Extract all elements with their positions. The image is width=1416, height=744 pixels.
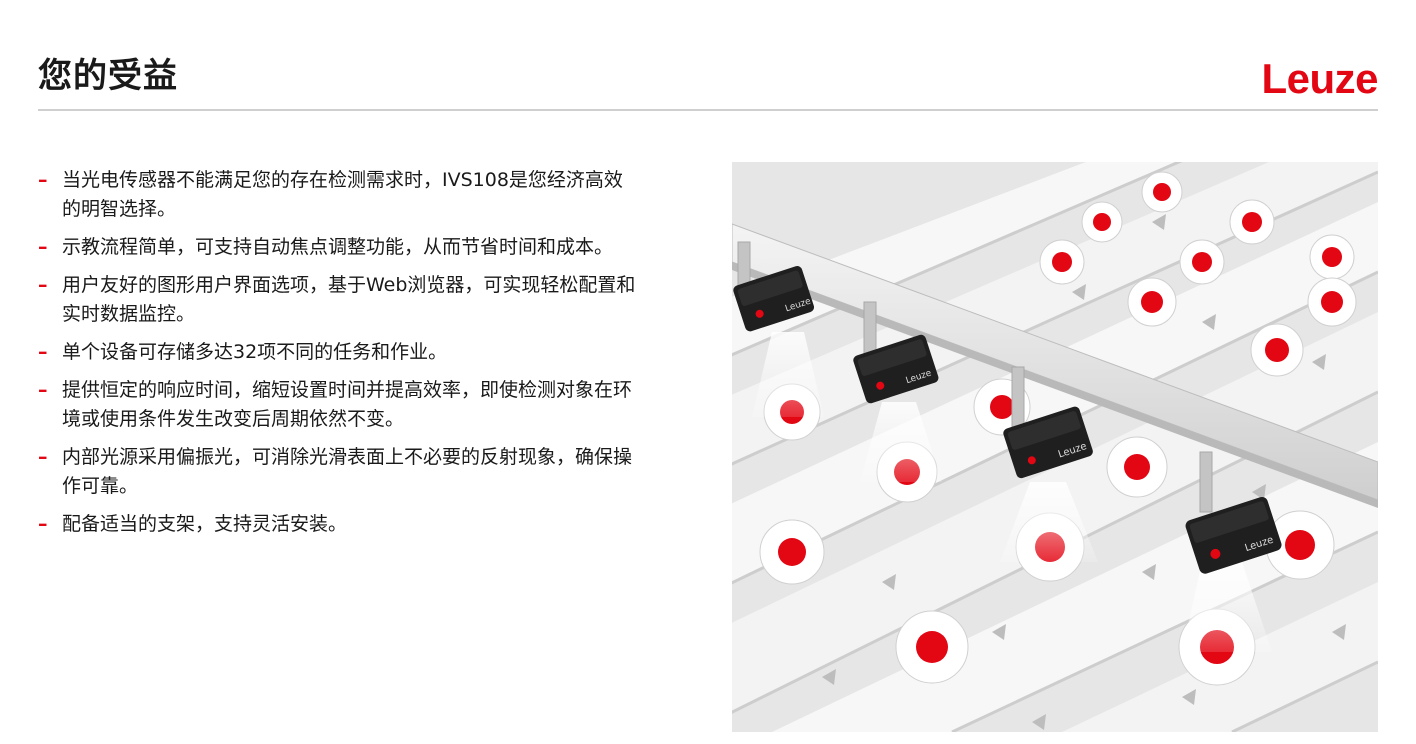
benefit-list: –当光电传感器不能满足您的存在检测需求时，IVS108是您经济高效的明智选择。 …: [38, 166, 638, 548]
benefit-item: –示教流程简单，可支持自动焦点调整功能，从而节省时间和成本。: [38, 233, 638, 262]
vision-sensor: Leuze: [1185, 496, 1282, 574]
product-item: [1039, 239, 1085, 285]
benefit-item: –内部光源采用偏振光，可消除光滑表面上不必要的反射现象，确保操作可靠。: [38, 443, 638, 501]
bullet-dash: –: [38, 341, 48, 363]
product-item: [1229, 199, 1275, 245]
product-item: [1179, 239, 1225, 285]
benefit-text: 用户友好的图形用户界面选项，基于Web浏览器，可实现轻松配置和实时数据监控。: [62, 274, 636, 325]
vision-sensor: Leuze: [853, 334, 939, 404]
page-title: 您的受益: [38, 56, 178, 96]
product-image: Leuze Leuze Leuze Leuze: [732, 162, 1378, 732]
product-item: [1250, 323, 1304, 377]
bullet-dash: –: [38, 513, 48, 535]
product-item: [1127, 277, 1177, 327]
benefit-item: –单个设备可存储多达32项不同的任务和作业。: [38, 338, 638, 367]
conveyor-scene-illustration: Leuze Leuze Leuze Leuze: [732, 162, 1378, 732]
bullet-dash: –: [38, 236, 48, 258]
benefit-text: 当光电传感器不能满足您的存在检测需求时，IVS108是您经济高效的明智选择。: [62, 169, 623, 220]
product-item: [1081, 201, 1123, 243]
benefit-text: 提供恒定的响应时间，缩短设置时间并提高效率，即使检测对象在环境或使用条件发生改变…: [62, 379, 633, 430]
bullet-dash: –: [38, 169, 48, 191]
benefit-text: 单个设备可存储多达32项不同的任务和作业。: [62, 341, 448, 363]
product-item: [1106, 436, 1168, 498]
triangle-markers: [822, 214, 1346, 730]
benefit-item: –提供恒定的响应时间，缩短设置时间并提高效率，即使检测对象在环境或使用条件发生改…: [38, 376, 638, 434]
header-divider: [38, 109, 1378, 111]
benefit-item: –配备适当的支架，支持灵活安装。: [38, 510, 638, 539]
leuze-logo: Leuze: [1261, 55, 1378, 102]
benefit-text: 示教流程简单，可支持自动焦点调整功能，从而节省时间和成本。: [62, 236, 614, 258]
bullet-dash: –: [38, 446, 48, 468]
vision-sensor: Leuze: [1003, 406, 1093, 479]
benefit-text: 配备适当的支架，支持灵活安装。: [62, 513, 348, 535]
bullet-dash: –: [38, 274, 48, 296]
benefit-text: 内部光源采用偏振光，可消除光滑表面上不必要的反射现象，确保操作可靠。: [62, 446, 633, 497]
benefit-item: –用户友好的图形用户界面选项，基于Web浏览器，可实现轻松配置和实时数据监控。: [38, 271, 638, 329]
product-item: [1309, 234, 1355, 280]
benefit-item: –当光电传感器不能满足您的存在检测需求时，IVS108是您经济高效的明智选择。: [38, 166, 638, 224]
light-beams: [752, 332, 1272, 652]
product-item: [895, 610, 969, 684]
bullet-dash: –: [38, 379, 48, 401]
product-item: [1307, 277, 1357, 327]
vision-sensors: Leuze Leuze Leuze Leuze: [733, 266, 1282, 574]
mounting-rail: [732, 223, 1378, 508]
product-item: [759, 519, 825, 585]
product-item: [1141, 171, 1183, 213]
product-item: [1265, 510, 1335, 580]
vision-sensor: Leuze: [733, 266, 815, 332]
